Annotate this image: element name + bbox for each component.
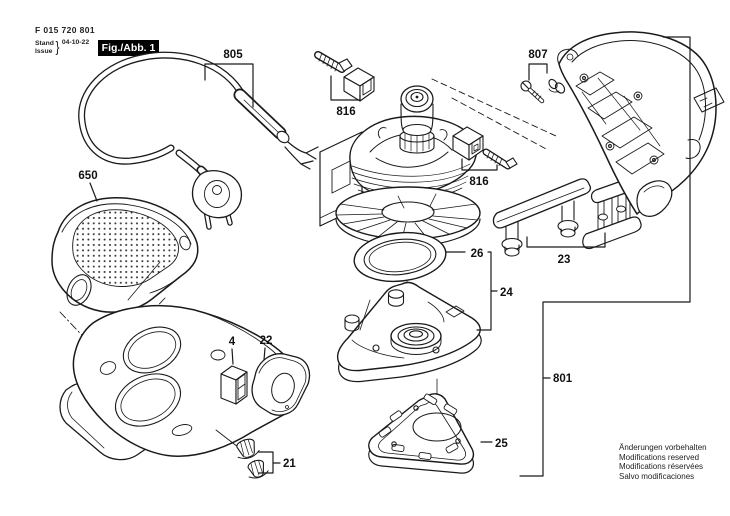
buffer-feet [236,438,269,479]
callout-650-label: 650 [78,170,97,182]
callout-lines [89,36,691,477]
power-cord [78,51,319,230]
callout-4-label: 4 [229,336,236,348]
dust-box [51,197,199,313]
switch-cover [251,353,311,416]
callout-21-label: 21 [283,458,296,470]
legal-line-en: Modifications reserved [619,452,700,462]
seal-ring [353,231,447,283]
power-plug [191,165,243,230]
sanding-plate [336,281,482,383]
legal-line-de: Änderungen vorbehalten [619,443,707,452]
document-number: F 015 720 801 [35,25,96,35]
callout-805-label: 805 [223,49,243,61]
motor-armature [349,85,477,200]
screw-and-washer [520,78,566,104]
callout-816-right-label: 816 [469,176,488,188]
callout-816-left-label: 816 [336,106,355,118]
callout-23-label: 23 [558,254,571,266]
issue-date-block: Stand Issue } 04-10-22 [35,39,89,56]
callout-26-label: 26 [471,248,484,260]
legal-notice: Änderungen vorbehalten Modifications res… [619,443,707,482]
legal-line-fr: Modifications réservées [619,462,704,472]
switch [220,365,248,405]
issue-label: Issue [35,47,53,55]
callout-labels: 805 650 816 816 807 26 24 23 4 22 21 25 … [78,49,572,470]
callout-801-label: 801 [553,373,573,385]
brace-glyph: } [55,39,60,56]
backing-pad [368,378,475,474]
issue-date: 04-10-22 [61,39,90,46]
figure-badge: Fig./Abb. 1 [98,40,159,56]
callout-807-label: 807 [528,49,547,61]
callout-25-label: 25 [495,438,508,450]
support-bridge [492,176,642,257]
carbon-brush-right [452,126,518,170]
stand-label: Stand [35,40,54,48]
callout-24-label: 24 [500,287,513,299]
legal-line-es: Salvo modificaciones [619,472,695,482]
carbon-brush-left [314,51,375,102]
callout-22-label: 22 [260,335,273,347]
housing-right-shell [557,31,725,217]
